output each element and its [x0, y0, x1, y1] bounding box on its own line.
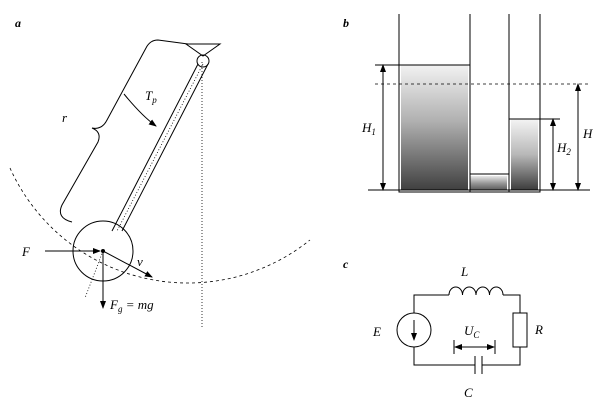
inductor-coil — [448, 286, 504, 296]
right-tank-wall — [508, 14, 541, 193]
pivot-circle — [196, 54, 210, 68]
force-label: F — [21, 244, 31, 259]
resistor-label: R — [534, 322, 543, 337]
rod-center-line — [116, 63, 204, 232]
right-tank-fluid — [511, 119, 538, 190]
connecting-pipe-fluid — [470, 176, 507, 190]
length-label: r — [62, 110, 68, 125]
h-label: H — [582, 126, 593, 141]
panel-c-circuit: c L R E C UC — [343, 257, 543, 400]
wire-bottom-right — [482, 347, 521, 366]
h2-label: H2 — [556, 140, 571, 157]
gravity-label: Fg = mg — [109, 297, 154, 314]
source-label: E — [372, 324, 381, 339]
panel-c-label: c — [343, 257, 349, 271]
capacitor-label: C — [464, 385, 473, 400]
panel-a-pendulum: a r Tp F v Fg = mg — [9, 16, 311, 328]
uc-label: UC — [464, 323, 480, 340]
friction-torque-label: Tp — [145, 88, 157, 105]
rod-extension-line — [84, 250, 104, 299]
friction-torque-arrow — [123, 93, 157, 127]
velocity-label: v — [137, 254, 143, 269]
rod-edge-right — [121, 63, 209, 232]
wire-top-right — [503, 294, 521, 313]
velocity-arrow — [102, 250, 153, 278]
resistor — [512, 312, 528, 348]
wire-bottom-left — [413, 347, 475, 366]
rod-edge-left — [111, 63, 199, 232]
current-source — [396, 312, 432, 348]
h1-label: H1 — [361, 120, 376, 137]
inductor-label: L — [460, 264, 468, 279]
panel-b-tanks: b H1 H2 H — [343, 14, 593, 193]
panel-a-label: a — [15, 16, 21, 30]
length-brace — [59, 39, 189, 223]
panel-b-label: b — [343, 16, 349, 30]
pivot-support — [184, 43, 222, 57]
swing-arc — [9, 167, 311, 284]
wire-top-left — [413, 294, 449, 313]
left-tank-fluid — [401, 65, 468, 190]
left-tank-wall — [398, 14, 471, 193]
